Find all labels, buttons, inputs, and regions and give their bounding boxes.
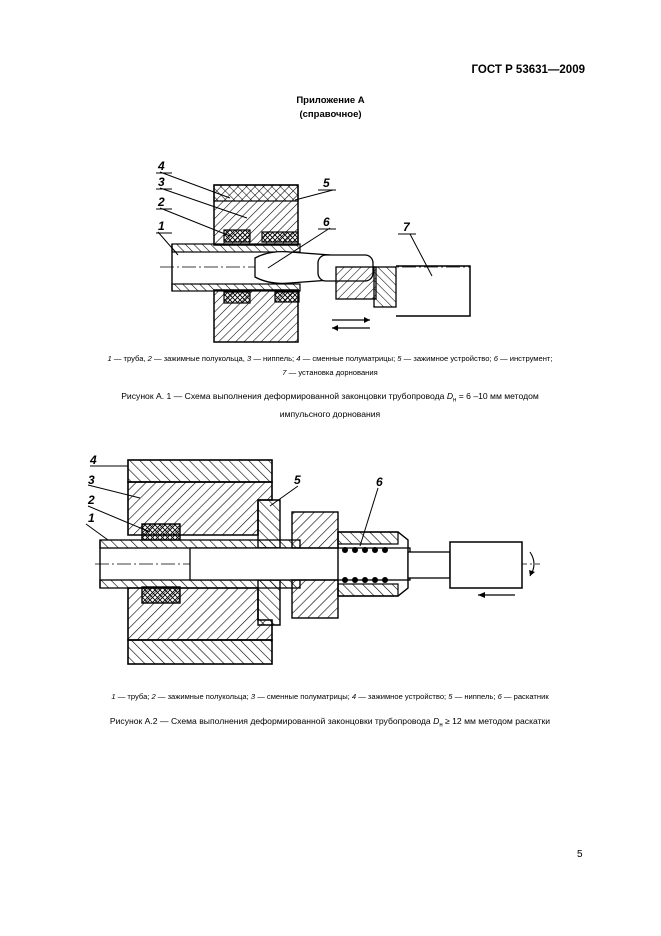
figure-2-caption: Рисунок А.2 — Схема выполнения деформиро… [109,716,551,729]
clamp-half-ring-bottom [223,291,251,304]
dorning-installation [396,265,471,317]
figure-1-legend: 1 — труба, 2 — зажимные полукольца, 3 — … [107,354,553,377]
fig2-label-3: 3 [88,473,95,487]
fig2-label-4: 4 [89,453,97,467]
clamping-device-top [127,459,273,483]
fig1-label-2: 2 [157,195,165,209]
fig1-label-3: 3 [158,175,165,189]
fig1-label-7: 7 [403,220,411,234]
fig1-label-4: 4 [157,159,165,173]
figure-1-drawing: 4 3 2 1 5 6 7 [156,159,471,343]
fig2-label-5: 5 [294,473,301,487]
figure-2-legend: 1 — труба; 2 — зажимные полукольца; 3 — … [111,692,549,701]
roller-tool-body [189,547,411,581]
standard-header: ГОСТ Р 53631—2009 [471,64,585,76]
drive-unit [449,541,523,589]
clamp-half-ring-top [223,229,251,243]
half-ring-bottom [141,586,181,604]
fig1-label-1: 1 [158,219,165,233]
fig2-label-6: 6 [376,475,383,489]
figure-2-drawing: 4 3 2 1 5 6 [85,453,540,665]
appendix-subtitle: (справочное) [299,109,362,120]
tube-wall-bottom [171,283,301,292]
figure-1-caption: Рисунок А. 1 — Схема выполнения деформир… [121,391,539,419]
fig2-label-1: 1 [88,511,95,525]
clamping-device-bottom [127,639,273,665]
fig1-label-6: 6 [323,215,330,229]
fig1-label-5: 5 [323,176,330,190]
tube-wall-bottom [99,579,301,589]
appendix-title: Приложение А [296,95,365,106]
page-number: 5 [577,849,583,860]
tube-wall-top [171,243,301,253]
half-ring-top [141,523,181,541]
tube-wall-top [99,539,301,549]
fig2-label-2: 2 [87,493,95,507]
